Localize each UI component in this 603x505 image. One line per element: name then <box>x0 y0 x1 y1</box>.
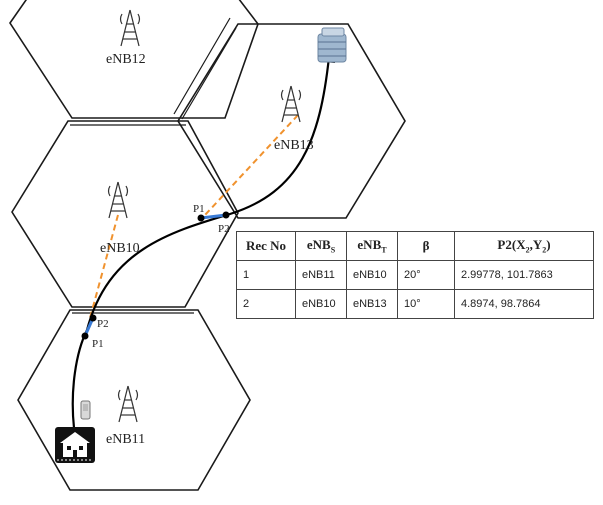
cell-p2: 4.8974, 98.7864 <box>454 289 594 319</box>
point-label-p2-upper: P2 <box>218 223 230 235</box>
cell-beta: 10° <box>397 289 455 319</box>
border-double-line <box>173 17 231 115</box>
point-marker <box>81 332 89 340</box>
ue-trajectory-path <box>71 56 331 429</box>
point-label-p2-lower: P2 <box>97 318 109 330</box>
tower-icon <box>117 385 139 423</box>
table-row: 1 eNB11 eNB10 20° 2.99778, 101.7863 <box>236 260 594 290</box>
home-icon <box>55 427 95 463</box>
cell-label-enb10: eNB10 <box>100 241 140 256</box>
cell-label-enb11: eNB11 <box>106 432 145 447</box>
cell-enb-target: eNB10 <box>346 260 398 290</box>
table-header-row: Rec No eNBS eNBT β P2(X2,Y2) <box>236 231 594 261</box>
cell-label-enb12: eNB12 <box>106 52 146 67</box>
cell-enb13-hexagon <box>177 23 406 219</box>
header-enb-source: eNBS <box>295 231 347 261</box>
border-double-line <box>181 27 237 120</box>
handover-dashed-line-1 <box>89 214 119 319</box>
cell-p2: 2.99778, 101.7863 <box>454 260 594 290</box>
point-label-p1-lower: P1 <box>92 338 104 350</box>
building-icon <box>317 27 347 63</box>
header-beta: β <box>397 231 455 261</box>
tower-icon <box>119 9 141 47</box>
cell-enb-source: eNB10 <box>295 289 347 319</box>
cell-enb-source: eNB11 <box>295 260 347 290</box>
point-marker <box>197 214 205 222</box>
tower-icon <box>107 181 129 219</box>
segment-p1-p2-upper <box>200 213 227 220</box>
cell-label-enb13: eNB13 <box>274 138 314 153</box>
cell-rec-no: 2 <box>236 289 296 319</box>
header-enb-target: eNBT <box>346 231 398 261</box>
header-p2: P2(X2,Y2) <box>454 231 594 261</box>
mobile-phone-icon <box>80 400 91 420</box>
tower-icon <box>280 85 302 123</box>
handover-record-table: Rec No eNBS eNBT β P2(X2,Y2) 1 eNB11 eNB… <box>236 231 594 319</box>
point-label-p1-upper: P1 <box>193 203 205 215</box>
cell-rec-no: 1 <box>236 260 296 290</box>
cell-enb11-hexagon <box>17 309 251 491</box>
cell-enb10-hexagon <box>11 120 239 308</box>
table-row: 2 eNB10 eNB13 10° 4.8974, 98.7864 <box>236 289 594 319</box>
point-marker <box>222 211 230 219</box>
point-marker <box>89 314 97 322</box>
handover-dashed-line-2 <box>204 114 299 216</box>
cell-enb-target: eNB13 <box>346 289 398 319</box>
cell-beta: 20° <box>397 260 455 290</box>
header-rec-no: Rec No <box>236 231 296 261</box>
